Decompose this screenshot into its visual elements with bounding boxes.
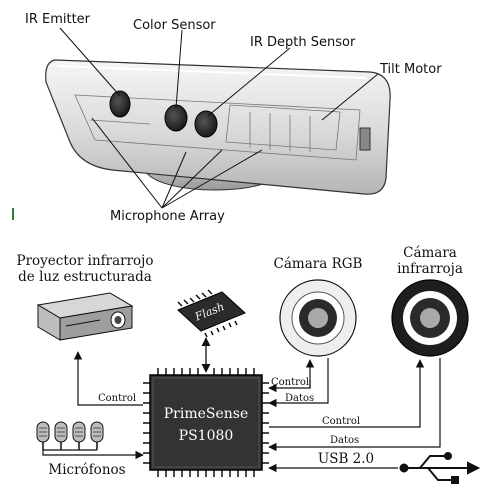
ir-emitter-label: IR Emitter	[25, 12, 91, 27]
microphones-line	[42, 450, 144, 460]
ir-data-label: Datos	[330, 435, 359, 446]
projector-label-line1: Proyector infrarrojo	[17, 253, 154, 269]
ir-depth-sensor-label: IR Depth Sensor	[250, 35, 356, 50]
processor-label-line1: PrimeSense	[164, 406, 249, 422]
processor-label-line2: PS1080	[179, 428, 234, 444]
rgb-data-label: Datos	[285, 393, 314, 404]
ir-depth-sensor-lens	[194, 110, 218, 138]
rgb-camera-icon	[279, 279, 357, 357]
kinect-callout-lines	[59, 27, 379, 209]
projector-label-line2: de luz estructurada	[18, 269, 152, 285]
kinect-top-edge	[57, 65, 367, 79]
rgb-camera-label: Cámara RGB	[274, 256, 363, 272]
rgb-control-label: Control	[271, 377, 309, 388]
ir-camera-label-line2: infrarroja	[397, 261, 463, 277]
flash-chip-icon	[177, 289, 246, 338]
color-sensor-label: Color Sensor	[133, 18, 216, 33]
tilt-motor-label: Tilt Motor	[379, 62, 442, 77]
kinect-side-element	[359, 127, 371, 151]
microphones-icon	[36, 421, 104, 450]
projector-icon	[36, 292, 134, 341]
processor-chip	[143, 368, 269, 477]
ir-camera-icon	[391, 279, 469, 357]
rgb-data-line	[268, 358, 329, 408]
ir-data-line	[268, 358, 441, 452]
projector-control-line	[73, 351, 143, 406]
microphones-label: Micrófonos	[48, 462, 125, 478]
color-sensor-lens	[164, 104, 188, 132]
kinect-body	[45, 59, 391, 195]
kinect-internal-board	[74, 94, 361, 161]
projector-control-label: Control	[98, 393, 136, 404]
ir-emitter-lens	[109, 90, 131, 118]
usb-icon	[399, 452, 481, 484]
ir-control-label: Control	[322, 416, 360, 427]
ir-camera-label-line1: Cámara	[403, 245, 457, 261]
usb-label: USB 2.0	[318, 451, 374, 467]
ir-control-line	[269, 359, 425, 428]
kinect-sensor-illustration	[45, 59, 391, 195]
microphone-array-label: Microphone Array	[110, 209, 225, 224]
